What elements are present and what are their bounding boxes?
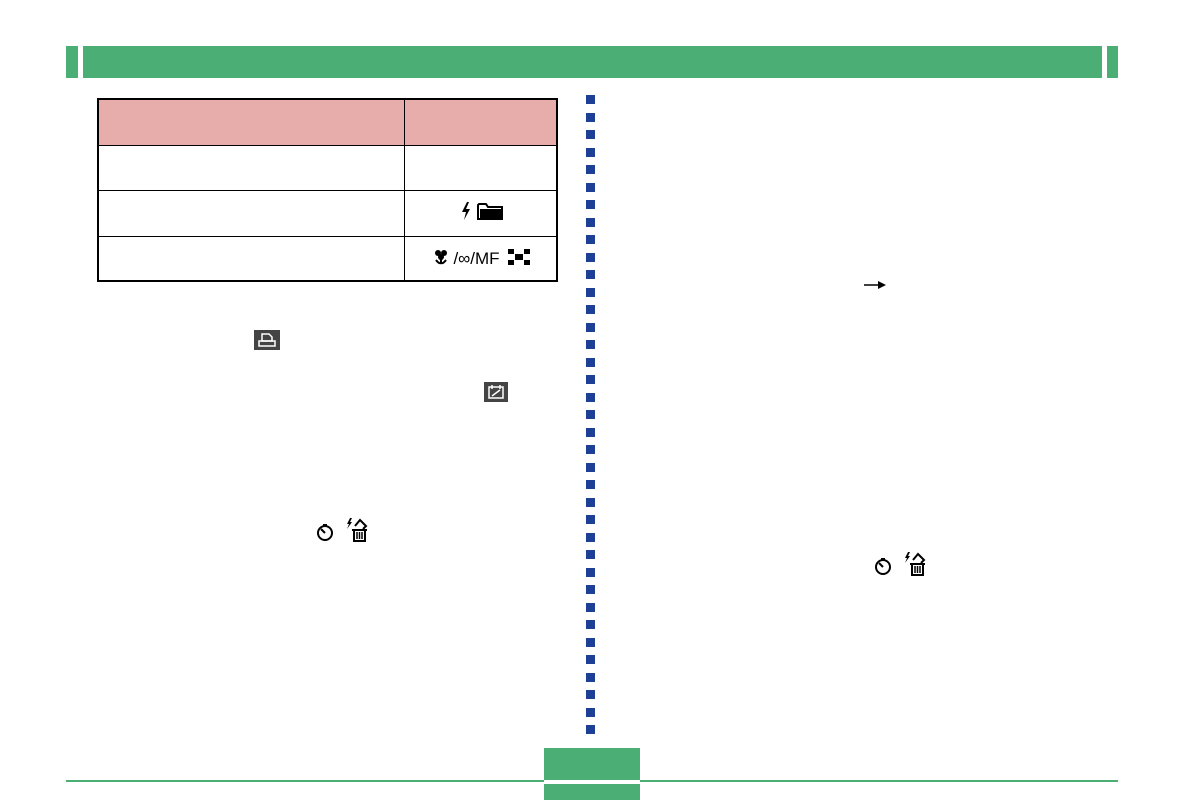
- column-divider: [586, 95, 596, 735]
- divider-dot: [586, 655, 595, 664]
- divider-dot: [586, 358, 595, 367]
- table-row-divider: [99, 236, 556, 237]
- divider-dot: [586, 393, 595, 402]
- divider-dot: [586, 95, 595, 104]
- focus-box-icon: [507, 248, 530, 270]
- divider-dot: [586, 375, 595, 384]
- divider-dot: [586, 305, 595, 314]
- mf-label: /∞/MF: [453, 249, 500, 268]
- divider-dot: [586, 515, 595, 524]
- footer-box-bottom: [544, 784, 640, 800]
- divider-dot: [586, 253, 595, 262]
- divider-dot: [586, 620, 595, 629]
- divider-dot: [586, 183, 595, 192]
- table-header-row: [99, 100, 556, 146]
- divider-dot: [586, 690, 595, 699]
- calendar-icon: [484, 382, 508, 407]
- divider-dot: [586, 270, 595, 279]
- divider-dot: [586, 673, 595, 682]
- divider-dot: [586, 550, 595, 559]
- header-tab-right: [1107, 46, 1118, 78]
- divider-dot: [586, 603, 595, 612]
- self-timer-icon: [316, 523, 334, 546]
- delete-icon: [346, 518, 368, 547]
- settings-table: /∞/MF: [97, 98, 558, 282]
- table-row-divider: [99, 190, 556, 191]
- divider-dot: [586, 200, 595, 209]
- divider-dot: [586, 725, 595, 734]
- arrow-right-icon: [864, 278, 886, 296]
- divider-dot: [586, 498, 595, 507]
- divider-dot: [586, 410, 595, 419]
- macro-flower-icon: [433, 249, 449, 270]
- divider-dot: [586, 428, 595, 437]
- self-timer-icon: [874, 557, 892, 580]
- divider-dot: [586, 235, 595, 244]
- divider-dot: [586, 148, 595, 157]
- divider-dot: [586, 323, 595, 332]
- divider-dot: [586, 638, 595, 647]
- divider-dot: [586, 340, 595, 349]
- divider-dot: [586, 585, 595, 594]
- delete-icon: [904, 552, 926, 581]
- divider-dot: [586, 463, 595, 472]
- folder-icon: [476, 202, 503, 225]
- footer-line-left: [66, 780, 544, 782]
- flash-icon: [461, 202, 471, 225]
- divider-dot: [586, 568, 595, 577]
- divider-dot: [586, 445, 595, 454]
- divider-dot: [586, 480, 595, 489]
- divider-dot: [586, 533, 595, 542]
- divider-dot: [586, 165, 595, 174]
- footer-line-right: [640, 780, 1118, 782]
- divider-dot: [586, 113, 595, 122]
- table-row-2-icons: [405, 191, 558, 236]
- divider-dot: [586, 708, 595, 717]
- divider-dot: [586, 288, 595, 297]
- divider-dot: [586, 218, 595, 227]
- page-number-box: [544, 748, 640, 780]
- divider-dot: [586, 130, 595, 139]
- header-tab-left: [66, 46, 78, 78]
- print-icon: [254, 330, 280, 355]
- table-row-3-icons: /∞/MF: [405, 237, 558, 281]
- header-bar: [83, 46, 1102, 78]
